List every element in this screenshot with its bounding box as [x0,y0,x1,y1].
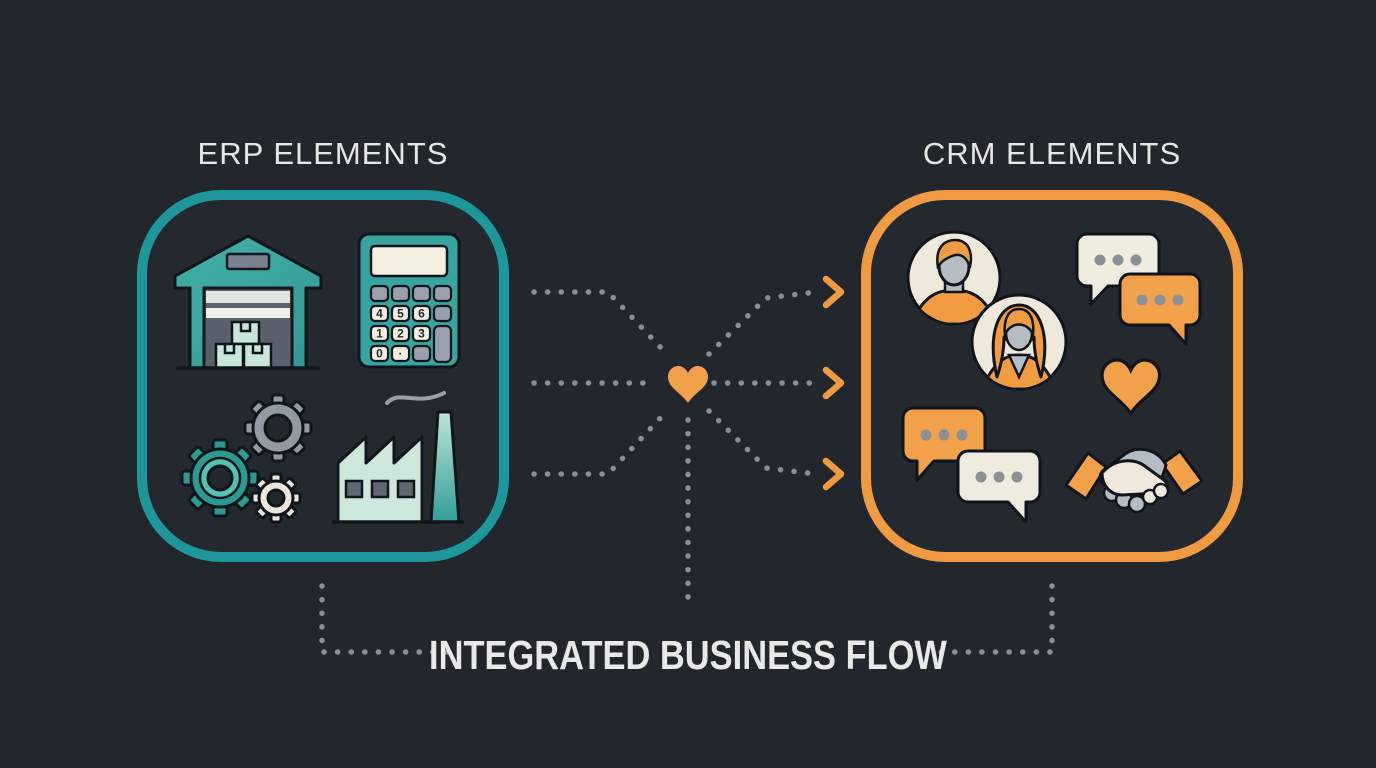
warehouse-icon [173,234,323,370]
chat-bubble-orange-top-icon [1118,272,1202,346]
calc-key-6: 6 [418,307,425,321]
erp-elements-box [137,190,509,562]
gears-icon [180,393,313,524]
heart-icon [1100,358,1162,417]
calc-key-2: 2 [397,327,404,341]
arrowhead-top-icon [822,275,845,309]
erp-title: ERP ELEMENTS [197,136,449,171]
woman-avatar-icon [970,293,1068,391]
flow-arrowheads [822,275,845,491]
man-avatar-icon [906,230,1002,326]
calc-key-4: 4 [376,307,383,321]
center-heart-icon [668,366,708,403]
calc-key-3: 3 [418,327,425,341]
chat-bubble-cream-bottom-icon [956,449,1042,524]
arrowhead-bottom-icon [822,457,845,491]
crm-title: CRM ELEMENTS [922,136,1182,171]
chat-bubble-cream-top-icon [1075,232,1161,306]
factory-icon [332,391,464,524]
calc-key-5: 5 [397,307,404,321]
integrated-business-flow-label: INTEGRATED BUSINESS FLOW [429,632,947,678]
calc-key-dot: · [399,347,403,361]
calculator-icon: 4 5 6 1 2 3 0 · [357,232,461,369]
crm-elements-box [861,190,1243,562]
handshake-icon [1064,447,1204,514]
chat-bubble-orange-bottom-icon [901,406,987,482]
calc-key-0: 0 [376,347,383,361]
arrowhead-middle-icon [822,366,845,400]
calc-key-1: 1 [376,327,383,341]
